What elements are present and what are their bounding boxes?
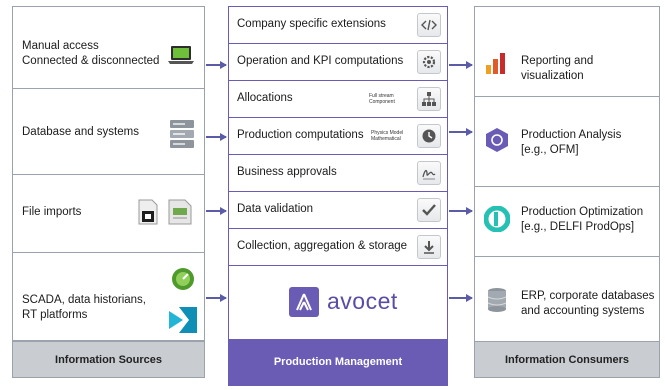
- layer-label: Allocations: [237, 92, 293, 104]
- layer-label: Company specific extensions: [237, 18, 386, 30]
- arrow-production-to-analysis: [449, 128, 473, 135]
- layer-label: Operation and KPI computations: [237, 55, 404, 67]
- arrow-kpi-to-reporting: [449, 61, 473, 68]
- consumer-reporting: Reporting and visualization: [475, 7, 659, 97]
- database-icon: [487, 287, 507, 318]
- source-manual-access: Manual access Connected & disconnected: [13, 7, 204, 89]
- information-consumers-column: Reporting and visualization Production A…: [474, 6, 660, 378]
- layer-sublabel: Physics Model Mathematical: [371, 130, 404, 142]
- source-label: Manual access Connected & disconnected: [22, 40, 160, 67]
- layer-label: Production computations: [237, 129, 364, 141]
- arrow-sources-to-production: [206, 133, 227, 140]
- information-sources-column: Manual access Connected & disconnected D…: [12, 6, 205, 378]
- delfi-icon: [483, 205, 511, 237]
- scada-icon: [169, 307, 197, 338]
- source-label: Database and systems: [22, 126, 139, 138]
- consumer-label: Production Optimization [e.g., DELFI Pro…: [521, 206, 644, 233]
- production-management-column: Company specific extensions Operation an…: [228, 6, 448, 386]
- arrow-sources-to-validation: [206, 207, 227, 214]
- clock-icon: [417, 124, 441, 148]
- bar-chart-icon: [485, 51, 507, 80]
- source-database-systems: Database and systems: [13, 89, 204, 175]
- consumer-production-analysis: Production Analysis [e.g., OFM]: [475, 97, 659, 187]
- server-icon: [169, 119, 195, 154]
- consumer-label: ERP, corporate databases and accounting …: [521, 290, 655, 317]
- layer-data-validation: Data validation: [229, 192, 447, 229]
- avocet-logo-icon: [289, 287, 319, 317]
- layer-label: Business approvals: [237, 166, 337, 178]
- layer-sublabel: Full stream Component: [369, 93, 395, 105]
- laptop-icon: [168, 45, 194, 70]
- consumer-label: Reporting and visualization: [521, 55, 594, 82]
- information-sources-footer: Information Sources: [13, 341, 204, 377]
- source-label: SCADA, data historians, RT platforms: [22, 294, 147, 321]
- code-icon: [417, 13, 441, 37]
- layer-production-computations: Production computations Physics Model Ma…: [229, 118, 447, 155]
- gear-icon: [417, 50, 441, 74]
- source-scada: SCADA, data historians, RT platforms: [13, 253, 204, 341]
- save-file-icon: [137, 199, 159, 230]
- brand-name: avocet: [327, 288, 398, 314]
- layer-label: Data validation: [237, 203, 314, 215]
- arrow-brand-to-erp: [449, 294, 473, 301]
- information-consumers-footer: Information Consumers: [475, 341, 659, 377]
- layer-allocations: Allocations Full stream Component: [229, 81, 447, 118]
- production-management-footer: Production Management: [229, 339, 447, 385]
- signature-icon: [417, 161, 441, 185]
- layer-company-extensions: Company specific extensions: [229, 7, 447, 44]
- consumer-label: Production Analysis [e.g., OFM]: [521, 129, 622, 156]
- source-file-imports: File imports: [13, 175, 204, 253]
- layer-label: Collection, aggregation & storage: [237, 240, 408, 252]
- ofm-icon: [485, 127, 509, 158]
- consumer-erp: ERP, corporate databases and accounting …: [475, 257, 659, 343]
- gauge-icon: [171, 267, 195, 296]
- consumer-production-optimization: Production Optimization [e.g., DELFI Pro…: [475, 187, 659, 257]
- source-label: File imports: [22, 206, 82, 218]
- layer-collection-storage: Collection, aggregation & storage: [229, 229, 447, 266]
- hierarchy-icon: [417, 87, 441, 111]
- avocet-brand: avocet: [229, 269, 447, 335]
- layer-operation-kpi: Operation and KPI computations: [229, 44, 447, 81]
- arrow-sources-to-kpi: [206, 61, 227, 68]
- check-icon: [417, 198, 441, 222]
- arrow-validation-to-optimization: [449, 207, 473, 214]
- arrow-sources-to-storage: [206, 294, 227, 301]
- download-icon: [417, 235, 441, 259]
- file-icon: [167, 199, 193, 230]
- layer-business-approvals: Business approvals: [229, 155, 447, 192]
